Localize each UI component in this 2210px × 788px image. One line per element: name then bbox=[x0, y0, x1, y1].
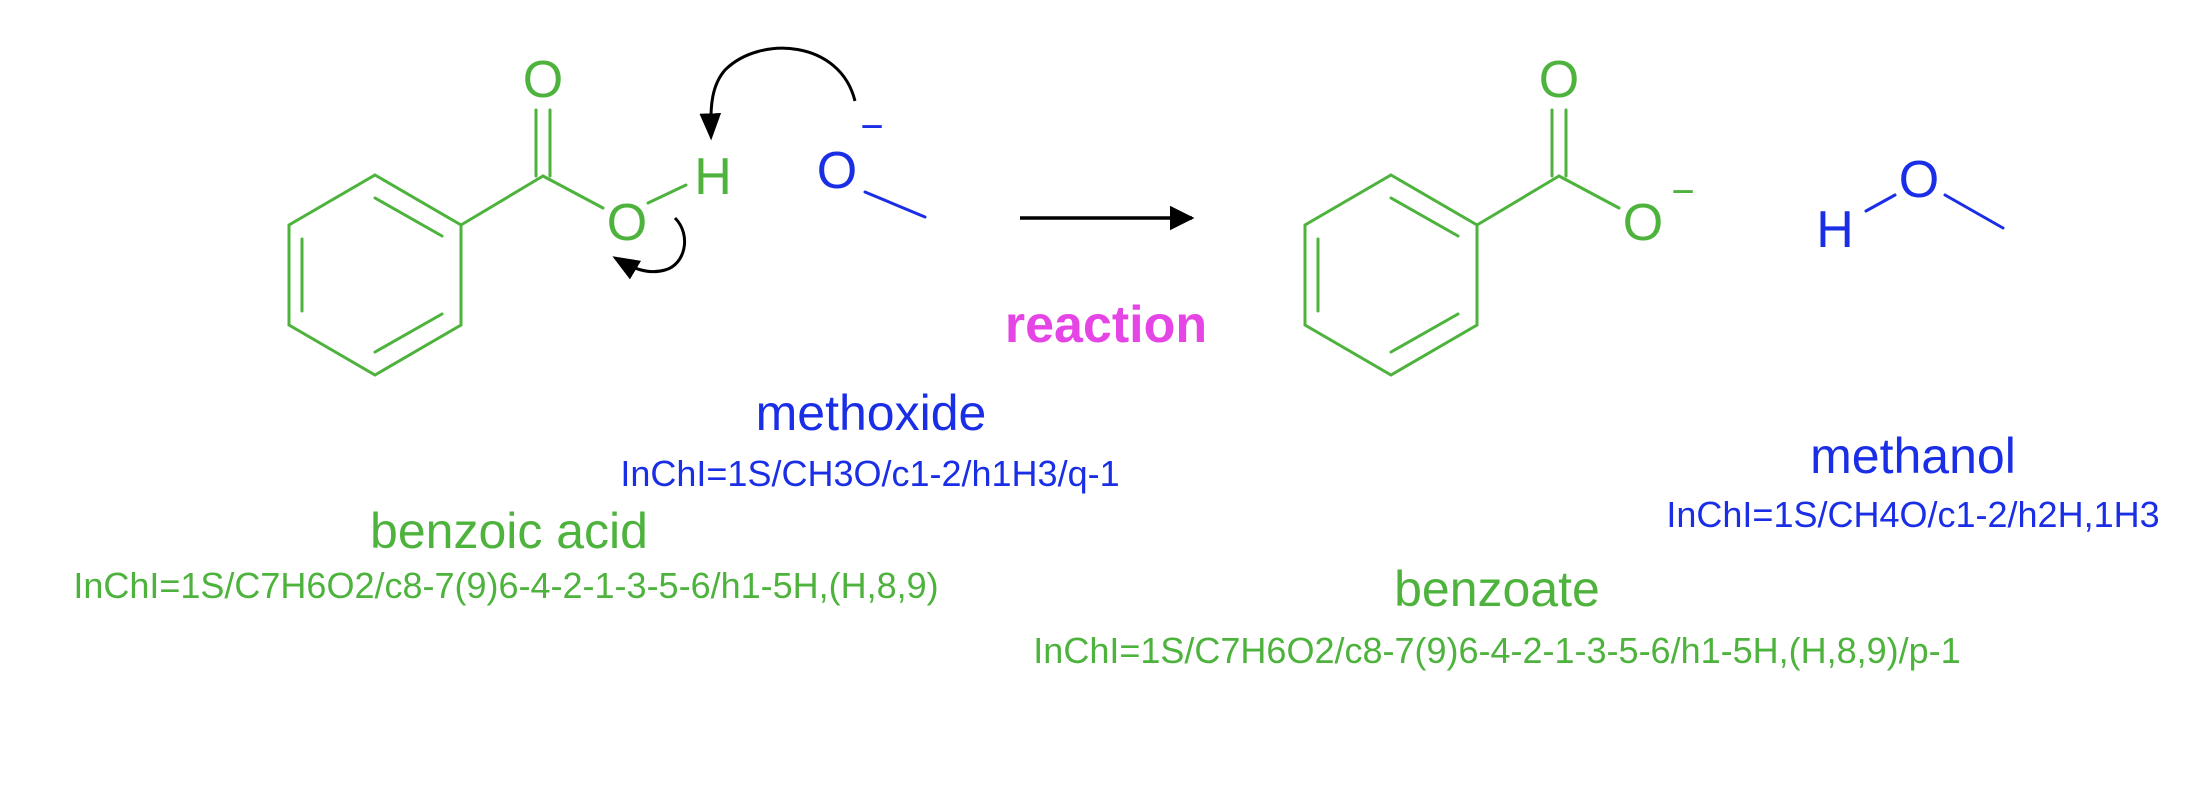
methanol-oxygen: O bbox=[1899, 151, 1939, 209]
benzoate-name: benzoate bbox=[1394, 561, 1600, 617]
methanol-inchi: InChI=1S/CH4O/c1-2/h2H,1H3 bbox=[1666, 494, 2159, 535]
curved-arrow-methoxide-to-h bbox=[699, 46, 857, 141]
methanol-name: methanol bbox=[1810, 428, 2016, 484]
benzoic-acid-structure bbox=[287, 108, 688, 377]
benzoate-ring-inner-bond bbox=[1389, 196, 1460, 238]
methoxide-oxygen: O bbox=[817, 142, 857, 200]
benzoic-acid-hydroxyl-oxygen: O bbox=[607, 194, 647, 252]
benzoate-carbonyl-oxygen: O bbox=[1539, 51, 1579, 109]
benzoate-inchi: InChI=1S/C7H6O2/c8-7(9)6-4-2-1-3-5-6/h1-… bbox=[1033, 630, 1960, 671]
benzoic-acid-hydrogen: H bbox=[694, 148, 732, 206]
benzoate-negative-charge: − bbox=[1671, 170, 1694, 214]
reaction-label: reaction bbox=[1005, 296, 1207, 354]
benzoic-acid-bond bbox=[459, 174, 545, 227]
curved-arrow-oh-bond-to-oxygen bbox=[612, 216, 686, 280]
methoxide-negative-charge: − bbox=[860, 105, 883, 149]
methanol-bond bbox=[1864, 193, 1897, 213]
methoxide-name: methoxide bbox=[756, 385, 987, 441]
benzoic-acid-ring-inner-bond bbox=[373, 196, 444, 238]
methanol-hydrogen: H bbox=[1816, 201, 1854, 259]
benzoate-bond bbox=[1557, 174, 1621, 210]
benzoic-acid-bond bbox=[646, 183, 688, 205]
benzoate-ring bbox=[1303, 173, 1479, 377]
benzoate-bond bbox=[1475, 174, 1561, 227]
methoxide-bond bbox=[863, 190, 927, 219]
methanol-bond bbox=[1943, 193, 2005, 230]
benzoic-acid-carbonyl-oxygen: O bbox=[523, 51, 563, 109]
benzoate-ring-inner-bond bbox=[1389, 312, 1460, 354]
benzoic-acid-ring bbox=[287, 173, 463, 377]
benzoic-acid-ring-inner-bond bbox=[373, 312, 444, 354]
benzoate-oxygen: O bbox=[1623, 194, 1663, 252]
benzoate-structure bbox=[1303, 108, 1621, 377]
methoxide-inchi: InChI=1S/CH3O/c1-2/h1H3/q-1 bbox=[620, 453, 1119, 494]
benzoic-acid-inchi: InChI=1S/C7H6O2/c8-7(9)6-4-2-1-3-5-6/h1-… bbox=[73, 565, 938, 606]
benzoic-acid-bond bbox=[541, 174, 605, 210]
benzoic-acid-name: benzoic acid bbox=[370, 503, 648, 559]
